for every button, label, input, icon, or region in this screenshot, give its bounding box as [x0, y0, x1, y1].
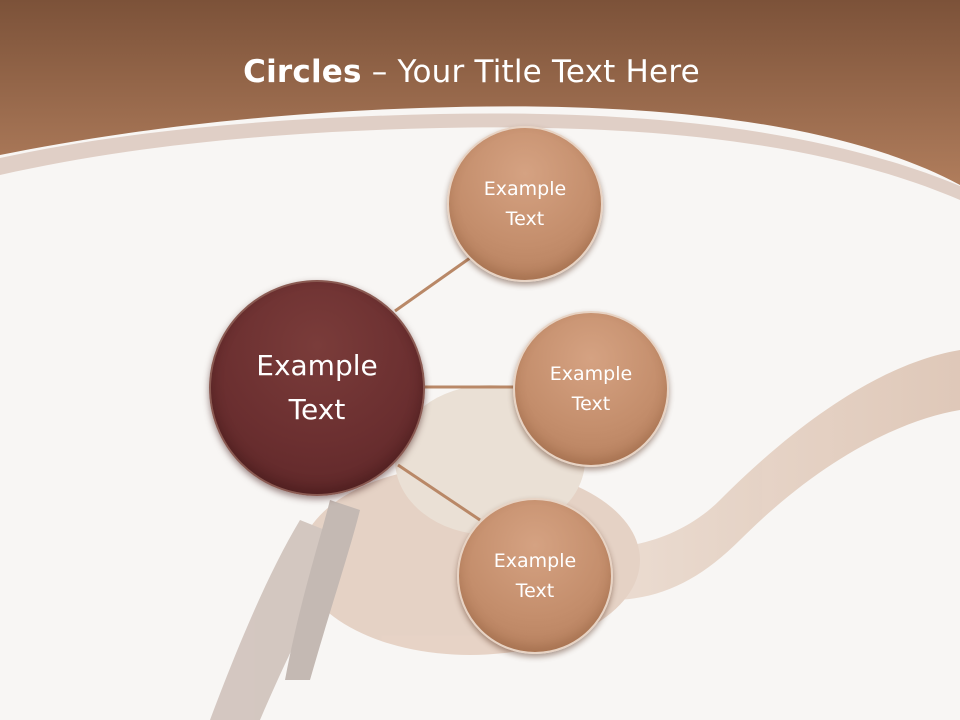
node-circle-bottom[interactable]: Example Text [457, 498, 613, 654]
title-rest: – Your Title Text Here [361, 54, 700, 90]
connector-bottom [397, 463, 481, 522]
node-top-line2: Text [505, 208, 545, 230]
slide-title: Circles – Your Title Text Here [0, 54, 943, 90]
center-circle-line1: Example [256, 349, 378, 382]
title-bold: Circles [243, 54, 362, 90]
node-middle-line2: Text [571, 393, 611, 415]
node-circle-middle[interactable]: Example Text [513, 311, 669, 467]
header-band [0, 0, 960, 185]
node-bottom-line1: Example [493, 550, 577, 572]
center-circle-line2: Text [288, 393, 346, 426]
center-circle[interactable]: Example Text [209, 280, 425, 496]
node-middle-line1: Example [549, 363, 633, 385]
node-top-line1: Example [483, 178, 567, 200]
header-swoosh [0, 113, 960, 200]
node-bottom-line2: Text [515, 580, 555, 602]
node-circle-top[interactable]: Example Text [447, 126, 603, 282]
connector-top [394, 256, 471, 313]
